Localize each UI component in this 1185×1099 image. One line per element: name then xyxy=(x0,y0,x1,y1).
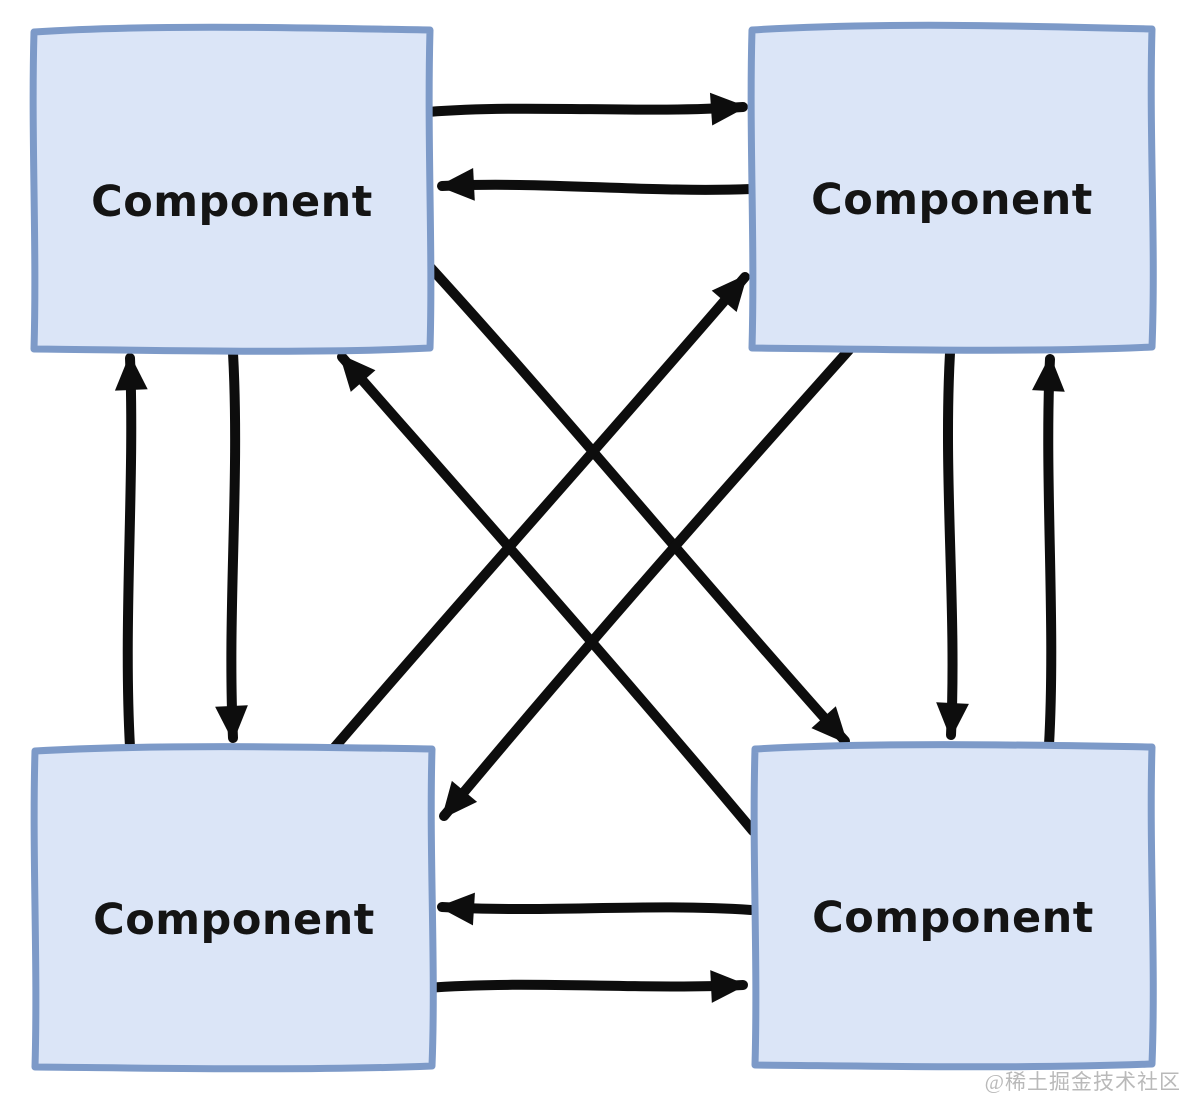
arrow-bottom-right-to-top-left xyxy=(337,352,758,836)
arrow-top-right-to-top-left xyxy=(437,167,756,201)
node-bottom-left: Component xyxy=(30,743,437,1073)
node-label: Component xyxy=(811,175,1093,225)
arrow-bottom-left-to-bottom-right xyxy=(421,970,748,1003)
arrow-bottom-left-to-top-right xyxy=(329,272,750,753)
watermark: @稀土掘金技术社区 xyxy=(984,1070,1181,1094)
arrow-top-right-to-bottom-right xyxy=(936,348,969,740)
node-box xyxy=(750,741,1157,1071)
node-box xyxy=(747,21,1157,354)
node-label: Component xyxy=(93,895,375,945)
arrow-bottom-right-to-bottom-left xyxy=(437,892,756,926)
node-box xyxy=(30,743,437,1073)
node-top-left: Component xyxy=(29,23,435,355)
node-bottom-right: Component xyxy=(750,741,1157,1071)
arrow-top-left-to-bottom-right xyxy=(425,262,850,746)
arrow-top-left-to-bottom-left xyxy=(215,348,248,743)
node-top-right: Component xyxy=(747,21,1157,354)
node-label: Component xyxy=(812,893,1094,943)
arrow-top-left-to-top-right xyxy=(423,92,748,126)
arrow-bottom-left-to-top-left xyxy=(114,353,148,752)
node-box xyxy=(29,23,435,355)
node-label: Component xyxy=(91,177,373,227)
arrow-top-right-to-bottom-left xyxy=(439,345,854,821)
arrow-bottom-right-to-top-right xyxy=(1032,354,1065,750)
